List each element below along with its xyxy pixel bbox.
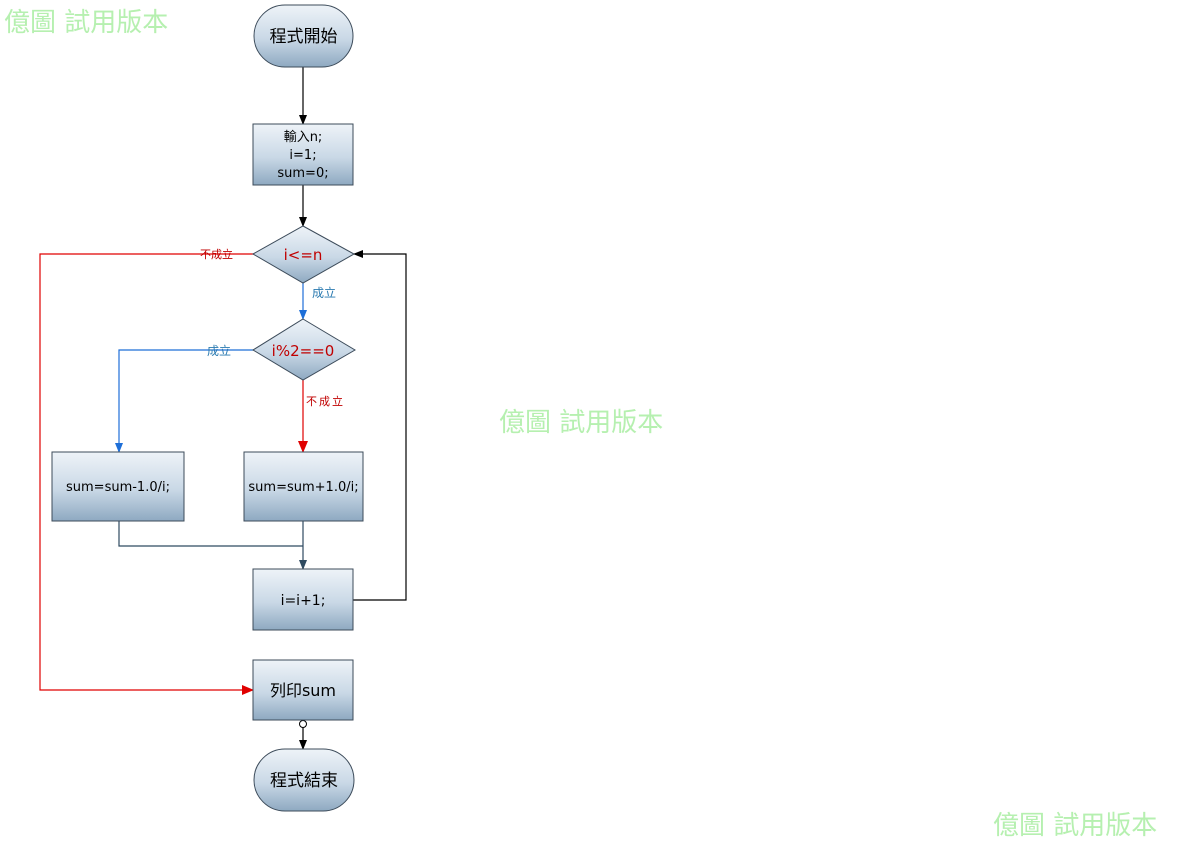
add-process[interactable] — [243, 451, 364, 522]
sub-process[interactable] — [51, 451, 185, 522]
start-label: 程式開始 — [270, 27, 338, 47]
label-cond2-true: 成立 — [207, 343, 231, 358]
edge-sub-join — [118, 521, 303, 547]
connector-dot — [299, 720, 307, 728]
increment-process[interactable] — [252, 568, 354, 631]
init-line-2: i=1; — [289, 148, 316, 163]
init-process[interactable] — [252, 123, 354, 186]
init-line-1: 輸入n; — [284, 130, 323, 145]
start-terminal[interactable] — [253, 4, 354, 68]
watermark-bottom-right: 億圖 試用版本 — [993, 811, 1158, 841]
end-label: 程式結束 — [270, 771, 338, 791]
increment-label: i=i+1; — [281, 593, 326, 609]
label-cond2-false: 不成立 — [306, 394, 345, 408]
sub-process-label: sum=sum-1.0/i; — [66, 480, 170, 495]
condition-i-mod-2-label: i%2==0 — [272, 342, 335, 360]
label-cond1-false: 不成立 — [200, 247, 233, 261]
init-line-3: sum=0; — [277, 166, 328, 181]
watermark-top-left: 億圖 試用版本 — [4, 8, 169, 38]
edge-cond1-false-to-print — [39, 253, 255, 695]
edge-cond2-true-to-sub — [115, 349, 255, 453]
print-process[interactable] — [252, 659, 354, 721]
label-cond1-true: 成立 — [312, 285, 336, 300]
condition-i-le-n[interactable] — [251, 225, 356, 284]
print-label: 列印sum — [270, 681, 336, 700]
add-process-label: sum=sum+1.0/i; — [248, 480, 358, 495]
condition-i-mod-2[interactable] — [252, 318, 356, 381]
condition-i-le-n-label: i<=n — [284, 246, 323, 264]
edge-inc-loop-back — [353, 250, 407, 601]
watermark-center: 億圖 試用版本 — [499, 408, 664, 438]
end-terminal[interactable] — [253, 748, 355, 812]
